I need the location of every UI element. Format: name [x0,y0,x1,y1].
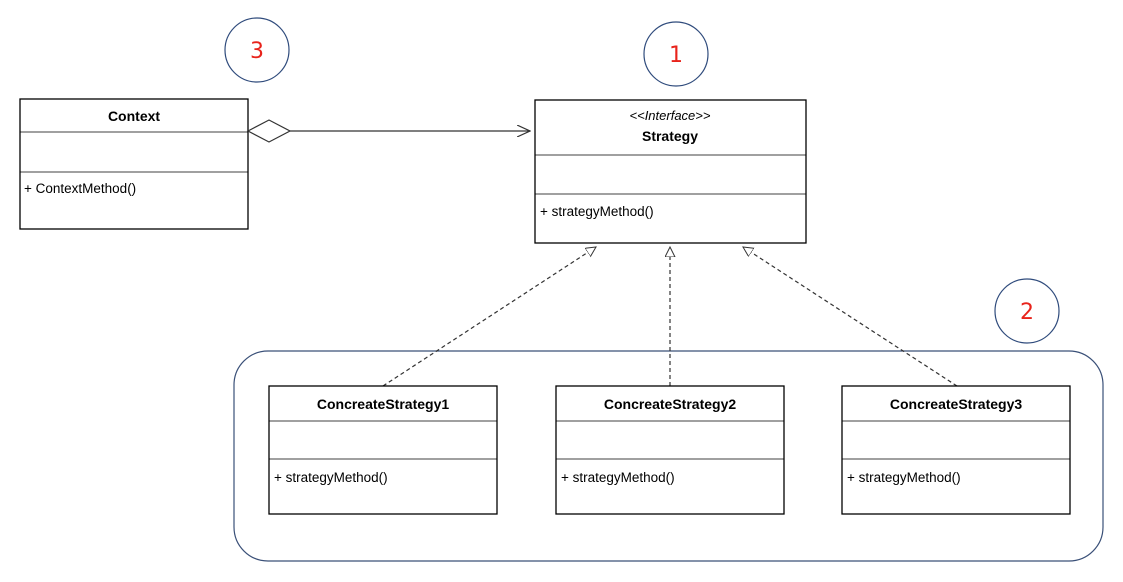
concrete-strategy-3-name: ConcreateStrategy3 [890,396,1022,412]
concrete-strategy-2-method: + strategyMethod() [561,470,675,485]
context-class[interactable]: Context + ContextMethod() [19,98,249,230]
realization-line-1 [382,247,596,387]
strategy-interface[interactable]: <<Interface>> Strategy + strategyMethod(… [534,99,807,244]
marker-1: 1 [643,21,709,87]
strategy-class-name: Strategy [642,128,698,144]
realization-line-3 [743,247,958,387]
concrete-strategy-1[interactable]: ConcreateStrategy1 + strategyMethod() [268,385,498,515]
concrete-strategy-2-name: ConcreateStrategy2 [604,396,736,412]
concrete-strategy-1-name: ConcreateStrategy1 [317,396,449,412]
concrete-strategy-1-method: + strategyMethod() [274,470,388,485]
realization-connectors [382,247,958,387]
context-class-name: Context [108,108,160,124]
marker-1-label: 1 [669,43,683,68]
marker-2: 2 [994,278,1060,344]
marker-3-label: 3 [250,39,264,64]
aggregation-connector [246,119,530,143]
context-method: + ContextMethod() [24,181,136,196]
concrete-strategy-2[interactable]: ConcreateStrategy2 + strategyMethod() [555,385,785,515]
marker-3: 3 [224,17,290,83]
concrete-strategies-group [233,350,1104,562]
concrete-strategy-3-method: + strategyMethod() [847,470,961,485]
concrete-strategy-3[interactable]: ConcreateStrategy3 + strategyMethod() [841,385,1071,515]
strategy-method: + strategyMethod() [540,204,654,219]
marker-2-label: 2 [1020,300,1034,325]
aggregation-diamond [246,119,292,143]
strategy-stereotype: <<Interface>> [630,108,711,123]
